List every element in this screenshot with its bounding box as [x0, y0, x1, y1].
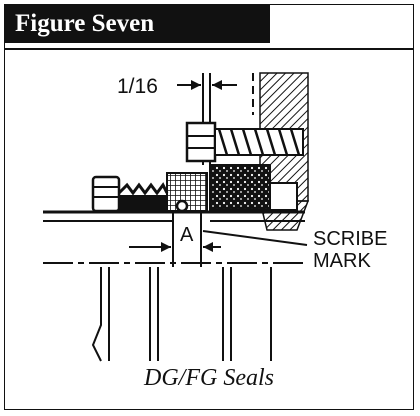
- scribe-label-line2: MARK: [313, 250, 371, 272]
- shaft-body: [91, 267, 272, 362]
- gland-plate: [209, 164, 298, 211]
- figure-title: Figure Seven: [5, 5, 270, 43]
- drive-collar: [91, 175, 169, 213]
- figure-caption: DG/FG Seals: [144, 365, 274, 391]
- dimension-label: 1/16: [117, 75, 158, 98]
- gland-bolt: [185, 121, 304, 163]
- gap-a-dimension: A: [129, 212, 308, 267]
- figure-frame: Figure Seven 1/16: [4, 4, 414, 410]
- title-rule: [5, 48, 413, 50]
- seal-diagram: 1/16: [43, 72, 387, 362]
- gap-label: A: [180, 224, 194, 246]
- scribe-label-line1: SCRIBE: [313, 228, 387, 250]
- o-ring: [175, 199, 189, 213]
- dimension-1-16: 1/16: [117, 73, 237, 165]
